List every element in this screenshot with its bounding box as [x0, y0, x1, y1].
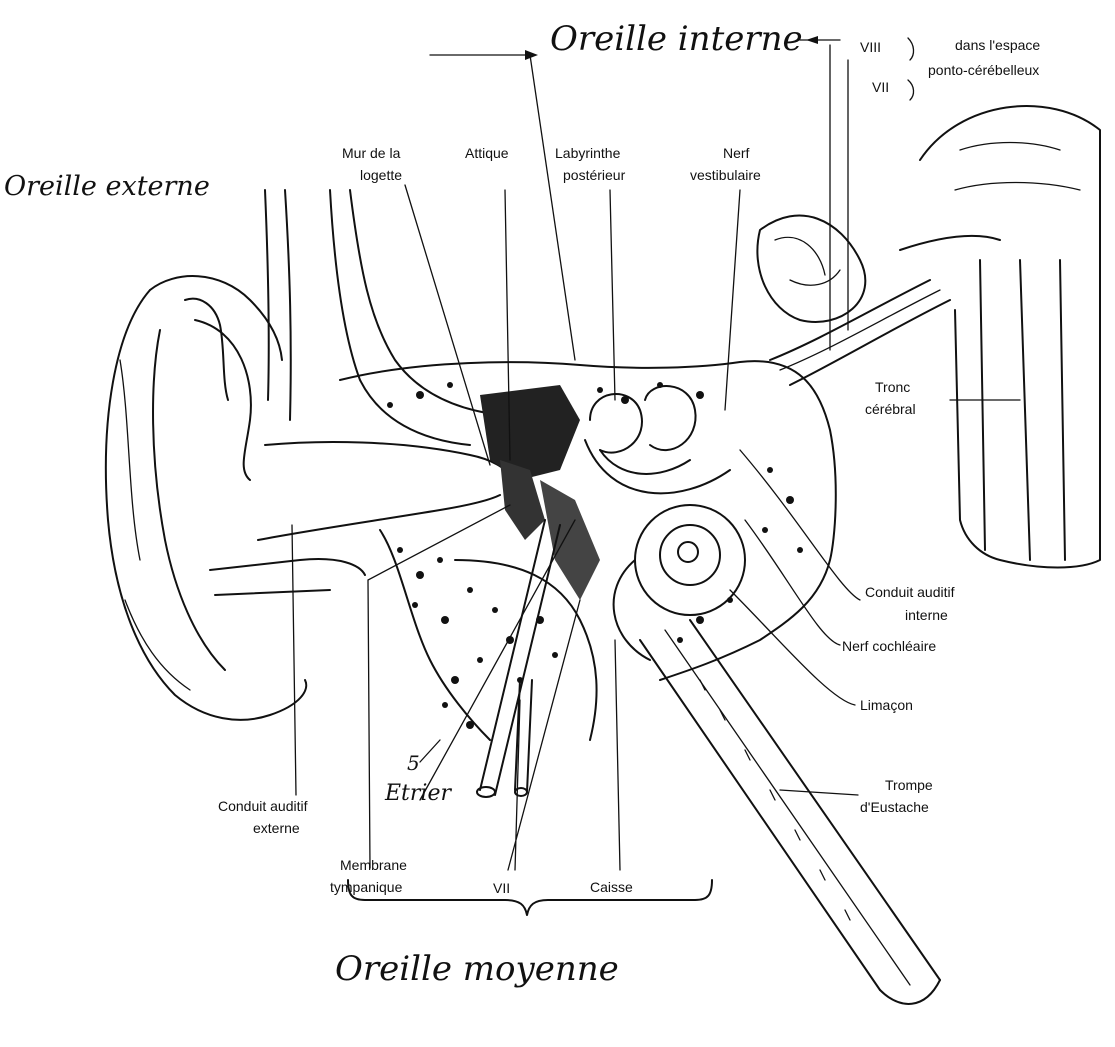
attic-label: Attique [465, 145, 509, 161]
membrane-label-line1: Membrane [340, 857, 407, 873]
cochlear-nerve-label: Nerf cochléaire [842, 638, 936, 654]
brainstem-drawing [900, 106, 1100, 568]
space-label-line1: dans l'espace [955, 37, 1040, 53]
cn-viii-label: VIII [860, 39, 881, 55]
labyrinth-label-line2: postérieur [563, 167, 626, 183]
eustachian-label-line2: d'Eustache [860, 799, 929, 815]
labyrinth-drawing [585, 386, 730, 493]
external-canal-drawing [258, 190, 505, 540]
vestibular-nerve-label-line2: vestibulaire [690, 167, 761, 183]
middle-ear-label: Oreille moyenne [335, 949, 619, 989]
internal-canal-label-line1: Conduit auditif [865, 584, 955, 600]
nerve-bundle-drawing [757, 216, 950, 385]
ear-illustration [106, 106, 1100, 1004]
eustachian-label-line1: Trompe [885, 777, 933, 793]
cn-vii-bottom-label: VII [493, 880, 510, 896]
brainstem-label-line2: cérébral [865, 401, 916, 417]
membrane-label-line2: tympanique [330, 879, 403, 895]
cochlea-label: Limaçon [860, 697, 913, 713]
labyrinth-label-line1: Labyrinthe [555, 145, 621, 161]
external-canal-label-line2: externe [253, 820, 300, 836]
number-five-label: 5 [407, 751, 420, 775]
space-label-line2: ponto-cérébelleux [928, 62, 1039, 78]
outer-ear-label: Oreille externe [4, 171, 210, 202]
arrow-head [525, 50, 538, 60]
pinna-drawing [106, 276, 365, 720]
ossicles-drawing [480, 385, 600, 600]
vestibular-nerve-label-line1: Nerf [723, 145, 750, 161]
wall-label-line2: logette [360, 167, 402, 183]
brainstem-label-line1: Tronc [875, 379, 910, 395]
wall-label-line1: Mur de la [342, 145, 401, 161]
cn-vii-top-label: VII [872, 79, 889, 95]
internal-canal-label-line2: interne [905, 607, 948, 623]
cavity-label: Caisse [590, 879, 633, 895]
external-canal-label-line1: Conduit auditif [218, 798, 308, 814]
inner-ear-label: Oreille interne [550, 19, 803, 59]
stapes-label: Etrier [384, 781, 452, 806]
cochlea-drawing [614, 505, 745, 660]
